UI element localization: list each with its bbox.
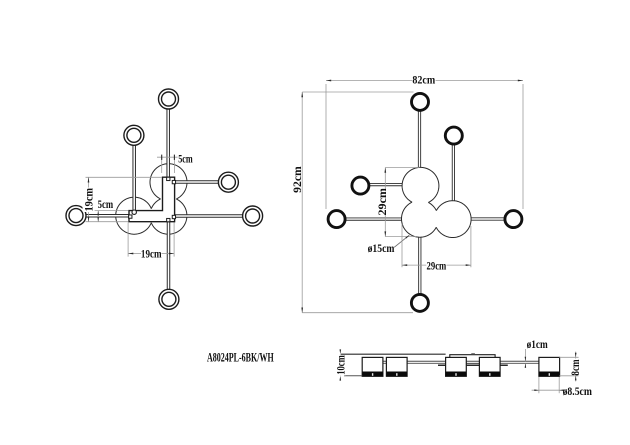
svg-text:ø15cm: ø15cm (368, 243, 395, 255)
svg-text:A8024PL-6BK/WH: A8024PL-6BK/WH (207, 349, 274, 364)
svg-text:29cm: 29cm (427, 260, 447, 272)
svg-text:8cm: 8cm (570, 359, 582, 376)
svg-text:82cm: 82cm (412, 75, 435, 87)
svg-text:5cm: 5cm (98, 199, 114, 211)
svg-text:92cm: 92cm (292, 166, 304, 193)
svg-text:19cm: 19cm (141, 248, 162, 260)
svg-text:ø8.5cm: ø8.5cm (563, 386, 593, 398)
svg-text:19cm: 19cm (83, 188, 95, 212)
svg-text:5cm: 5cm (178, 154, 193, 166)
svg-text:29cm: 29cm (377, 188, 389, 216)
svg-text:ø1cm: ø1cm (527, 339, 548, 351)
svg-text:10cm: 10cm (336, 355, 348, 375)
